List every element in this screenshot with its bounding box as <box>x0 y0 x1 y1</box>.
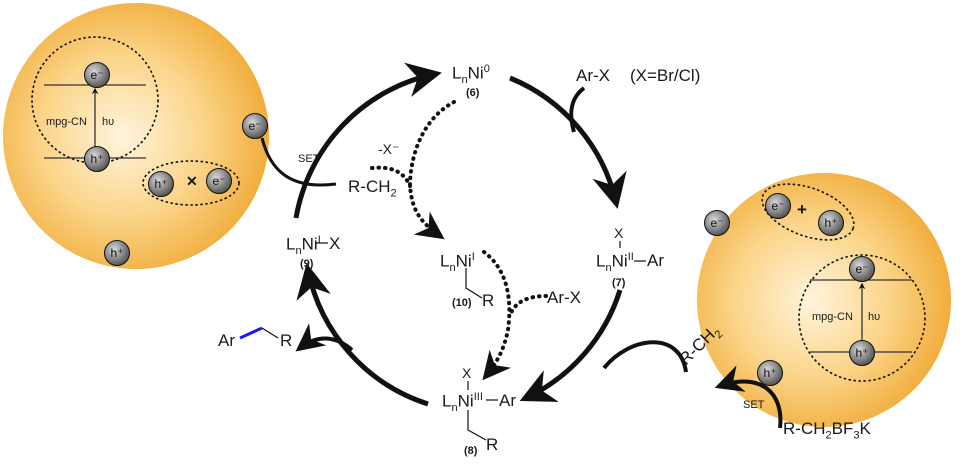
species-ni2-x: X <box>614 225 624 241</box>
right-band-circle <box>798 254 926 382</box>
right-vb-hole: h⁺ <box>849 340 875 366</box>
species-ni0-number: (6) <box>466 87 480 99</box>
cycle-arc-7-to-8 <box>519 289 623 402</box>
species-ni1x-x: X <box>329 234 341 253</box>
right-separation-ellipse <box>761 183 855 241</box>
dotted-ni1-to-ni3 <box>482 250 512 381</box>
right-light-label: hυ <box>868 311 881 323</box>
arx-addition-arrow <box>569 86 586 133</box>
dotted-ni0-to-ni1 <box>407 100 456 240</box>
species-ni2: LnNiII <box>596 251 634 275</box>
species-ni1r: LnNiI <box>440 251 475 275</box>
product-release-arrow <box>295 323 354 352</box>
cycle-arc-6-to-7 <box>509 75 627 209</box>
right-cb-electron: e⁻ <box>849 256 875 282</box>
product-r-bond <box>261 327 279 339</box>
reagent-borate: R-CH2BF3K <box>783 419 871 442</box>
left-cb-electron: e⁻ <box>84 62 110 88</box>
cycle-arc-9-to-6 <box>293 62 442 219</box>
species-ni2-ar: Ar <box>647 251 664 270</box>
left-vb-hole: h⁺ <box>84 146 110 172</box>
species-ni3-x: X <box>462 365 472 381</box>
species-ni3-r: R <box>486 435 499 454</box>
dotted-arx-join <box>508 294 548 318</box>
ni1r-ch2-bond <box>465 268 483 299</box>
reagent-arx-note: (X=Br/Cl) <box>630 66 701 85</box>
species-ni3-number: (8) <box>464 445 478 457</box>
left-pair-electron: e⁻ <box>206 168 232 194</box>
species-ni1x: LnNiI <box>286 234 321 258</box>
ni3-ch2-bond <box>467 410 487 441</box>
left-light-label: hυ <box>102 116 115 128</box>
product-blue-bond <box>239 326 263 340</box>
right-pair-electron: e⁻ <box>765 193 791 219</box>
species-ni0: LnNi0 <box>452 63 490 87</box>
radical-capture-arrow <box>602 340 688 373</box>
left-pair-hole: h⁺ <box>148 171 174 197</box>
left-photocatalyst-sphere <box>3 3 269 269</box>
reagent-arx-top: Ar-X <box>576 66 610 85</box>
halide-loss-label: -X⁻ <box>378 141 400 157</box>
right-edge-hole: h⁺ <box>757 360 783 386</box>
left-set-label: SET <box>298 153 320 165</box>
left-free-hole: h⁺ <box>104 240 130 266</box>
radical-label: R-CH2 <box>348 177 397 200</box>
species-ni1r-number: (10) <box>452 297 472 309</box>
species-ni1x-number: (9) <box>300 258 314 270</box>
cycle-arc-8-to-9 <box>296 263 429 407</box>
left-recombination-ellipse <box>142 160 240 206</box>
species-ni3: LnNiIII <box>442 391 483 415</box>
left-set-arrow <box>260 137 337 187</box>
left-edge-electron: e⁻ <box>242 113 268 139</box>
right-set-label: SET <box>743 399 765 411</box>
right-free-electron: e⁻ <box>704 210 730 236</box>
dotted-radical-join <box>370 165 412 188</box>
product-ar: Ar <box>218 331 235 350</box>
right-set-arrow <box>714 365 783 429</box>
left-recombination-symbol: ✕ <box>186 173 198 189</box>
reagent-arx-inner: Ar-X <box>547 288 581 307</box>
left-band-circle <box>31 36 159 164</box>
product-r: R <box>280 331 293 350</box>
right-pair-hole: h⁺ <box>818 210 844 236</box>
species-ni2-number: (7) <box>612 277 626 289</box>
species-ni3-ar: Ar <box>499 391 516 410</box>
right-material-label: mpg-CN <box>812 311 853 323</box>
left-material-label: mpg-CN <box>46 116 87 128</box>
species-ni1r-r: R <box>482 291 495 310</box>
right-separation-symbol: + <box>797 200 807 219</box>
